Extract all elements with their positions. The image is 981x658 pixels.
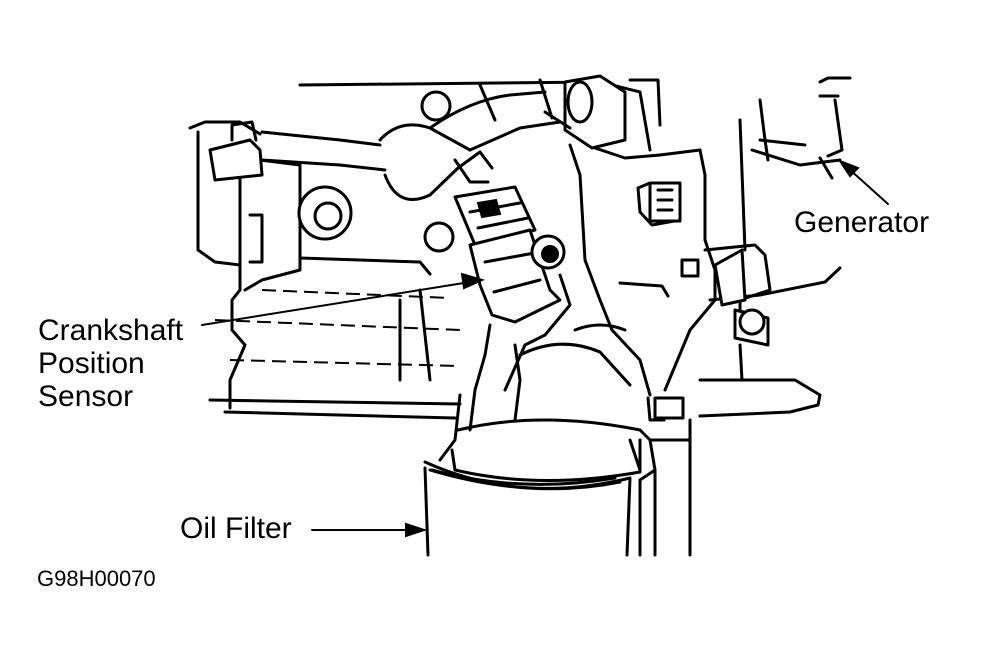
oil-filter-label: Oil Filter <box>180 512 292 545</box>
oil-filter <box>423 418 642 557</box>
sensor-label-line3: Sensor <box>38 380 134 413</box>
generator <box>688 76 852 442</box>
generator-label: Generator <box>794 206 930 239</box>
sensor-label-line1: Crankshaft <box>38 314 184 347</box>
sensor-leader <box>201 272 485 326</box>
engine-block <box>188 80 652 420</box>
figure-code: G98H00070 <box>37 566 156 591</box>
wiring-harness <box>208 74 662 201</box>
sensor-label: Crankshaft Position Sensor <box>38 314 183 413</box>
sensor-label-line2: Position <box>38 347 145 380</box>
crankshaft-position-sensor <box>453 185 566 324</box>
engine-bracket <box>438 143 717 462</box>
oil-filter-leader <box>311 522 428 538</box>
lower-housing <box>638 428 692 557</box>
generator-leader <box>837 158 889 205</box>
